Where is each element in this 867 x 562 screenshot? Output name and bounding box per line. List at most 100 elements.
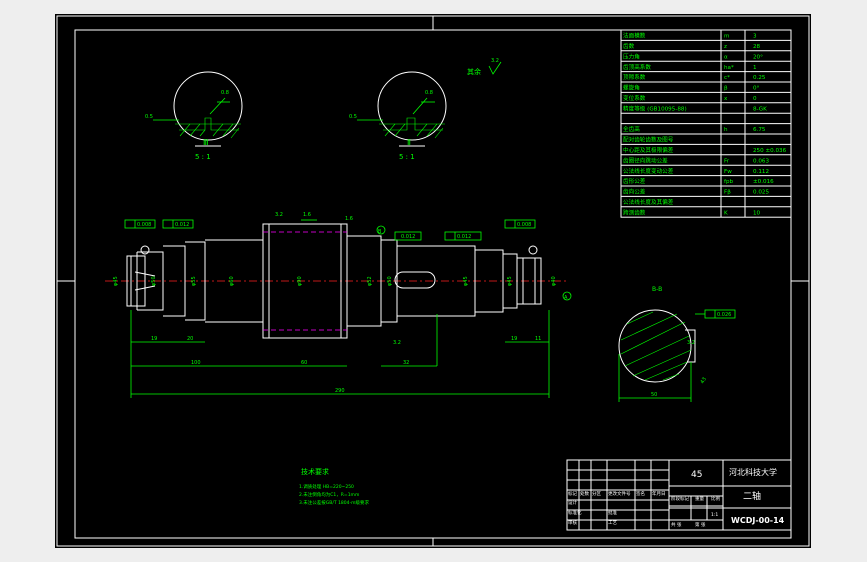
tech-req-item-1: 1.调质处理 HB=220~250 [299, 483, 354, 490]
param-name: 跨测齿数 [623, 208, 646, 216]
param-name: 顶隙系数 [623, 73, 646, 81]
param-symbol: K [724, 210, 728, 216]
tech-requirements: 技术要求 1.调质处理 HB=220~250 2.未注倒角均为C1，R=1mm … [299, 467, 370, 506]
main-view-dimensions: 0.008 0.008 0.012 0.012 0.012 3.2 1.6 1.… [113, 212, 572, 398]
svg-text:32: 32 [403, 360, 409, 366]
svg-text:0.5: 0.5 [349, 114, 357, 120]
param-value: 1 [753, 65, 757, 71]
svg-text:0.8: 0.8 [425, 90, 433, 96]
part-name: 二轴 [743, 490, 761, 502]
param-value: 28 [753, 44, 761, 50]
title-block-header: 分区 [592, 490, 601, 497]
detail-view-ii: 0.8 0.5 Ⅱ 5 : 1 [349, 71, 447, 161]
svg-text:φ40: φ40 [551, 276, 557, 286]
title-block-label: 审核 [568, 519, 577, 526]
detail-ii-label: Ⅱ [407, 138, 411, 147]
shaft-main-view [105, 223, 567, 339]
drawing-number: WCDJ-00-14 [731, 516, 785, 525]
param-value: 0.112 [753, 169, 769, 175]
param-name: 全齿高 [623, 125, 640, 133]
title-block-label: 工艺 [608, 520, 617, 526]
keyway [394, 271, 436, 289]
svg-text:φ45: φ45 [507, 276, 513, 286]
svg-text:φ52: φ52 [367, 276, 373, 286]
param-symbol: h [724, 127, 728, 133]
svg-text:0.8: 0.8 [221, 90, 229, 96]
param-name: 精度等级 (GB10095-88) [623, 104, 687, 112]
tech-req-title: 技术要求 [301, 467, 329, 476]
title-block-label: 批准 [608, 509, 617, 516]
param-name: 法面模数 [623, 32, 646, 40]
svg-text:0.012: 0.012 [457, 234, 471, 240]
title-block-header: 签名 [636, 490, 645, 497]
param-name: 公法线长度及其偏差 [623, 198, 674, 206]
param-value: 3 [753, 34, 757, 40]
title-block-label: 重量 [695, 495, 704, 502]
svg-text:φ60: φ60 [229, 276, 235, 286]
dim-gear-width: 60 [301, 360, 307, 366]
svg-text:A: A [564, 295, 568, 301]
svg-text:φ45: φ45 [463, 276, 469, 286]
param-value: 0.25 [753, 75, 766, 81]
svg-text:0.008: 0.008 [137, 222, 151, 228]
param-symbol: Fβ [724, 190, 731, 196]
material: 45 [691, 470, 702, 480]
param-name: 变位系数 [623, 94, 646, 102]
section-label: B-B [652, 286, 662, 293]
param-name: 配对齿轮齿数及图号 [623, 136, 674, 144]
param-name: 压力角 [623, 52, 640, 60]
param-symbol: c* [724, 75, 730, 81]
svg-text:19: 19 [511, 336, 517, 342]
param-name: 公法线长度变动公差 [623, 167, 674, 175]
param-name: 齿向公差 [623, 188, 646, 196]
param-name: 齿圈径向跳动公差 [623, 156, 668, 164]
title-block-label: 比例 [711, 495, 720, 502]
title-block-label: 设计 [568, 499, 577, 506]
svg-text:0.012: 0.012 [401, 234, 415, 240]
param-name: 中心距及其极限偏差 [623, 146, 674, 154]
svg-text:φ50: φ50 [387, 276, 393, 286]
svg-text:0.008: 0.008 [517, 222, 531, 228]
dim-keyway-depth: 43 [700, 376, 708, 385]
param-value: 0.063 [753, 158, 769, 164]
param-value: 20° [753, 54, 763, 60]
param-symbol: fpb [724, 179, 734, 185]
param-symbol: Fw [724, 169, 732, 175]
param-name: 齿形公差 [623, 177, 646, 185]
tech-req-item-3: 3.未注公差按GB/T 1804-m级要求 [299, 499, 370, 506]
dim-section-width: 50 [651, 392, 657, 398]
title-block-label: 阶段标记 [671, 495, 689, 502]
detail-iii-scale: 5 : 1 [195, 153, 211, 161]
param-symbol: Fr [724, 158, 730, 164]
detail-iii-label: Ⅲ [203, 138, 209, 147]
param-value: 10 [753, 210, 761, 216]
svg-text:φ50: φ50 [151, 276, 157, 286]
university-name: 河北科技大学 [729, 467, 777, 477]
svg-text:φ45: φ45 [113, 276, 119, 286]
title-block-label: 1:1 [711, 512, 718, 518]
param-symbol: z [724, 44, 727, 50]
title-block-header: 标记 [568, 490, 577, 497]
title-block-label: 标准化 [568, 509, 582, 516]
detail-ii-scale: 5 : 1 [399, 153, 415, 161]
svg-text:3.2: 3.2 [491, 58, 499, 64]
svg-text:11: 11 [535, 336, 541, 342]
svg-text:20: 20 [187, 336, 193, 342]
svg-text:19: 19 [151, 336, 157, 342]
title-block-header: 处数 [580, 490, 589, 497]
title-block-label: 共 张 [671, 521, 682, 528]
svg-text:φ55: φ55 [191, 276, 197, 286]
svg-text:φ90: φ90 [297, 276, 303, 286]
dim-length-left: 100 [191, 360, 201, 366]
cad-drawing-canvas: 0.8 0.5 Ⅲ 5 : 1 0.8 0.5 Ⅱ 5 : 1 其余 3.2 [55, 14, 811, 548]
param-symbol: x [724, 96, 728, 102]
param-name: 齿顶高系数 [623, 63, 651, 71]
svg-text:B: B [378, 229, 382, 235]
dim-overall-length: 290 [335, 388, 345, 394]
svg-text:1.6: 1.6 [345, 216, 353, 222]
detail-view-iii: 0.8 0.5 Ⅲ 5 : 1 [145, 71, 243, 161]
title-block: 45 河北科技大学 二轴 WCDJ-00-14 标记处数分区更改文件号签名年月日… [566, 459, 792, 531]
param-value: 250 ±0.036 [753, 148, 787, 154]
